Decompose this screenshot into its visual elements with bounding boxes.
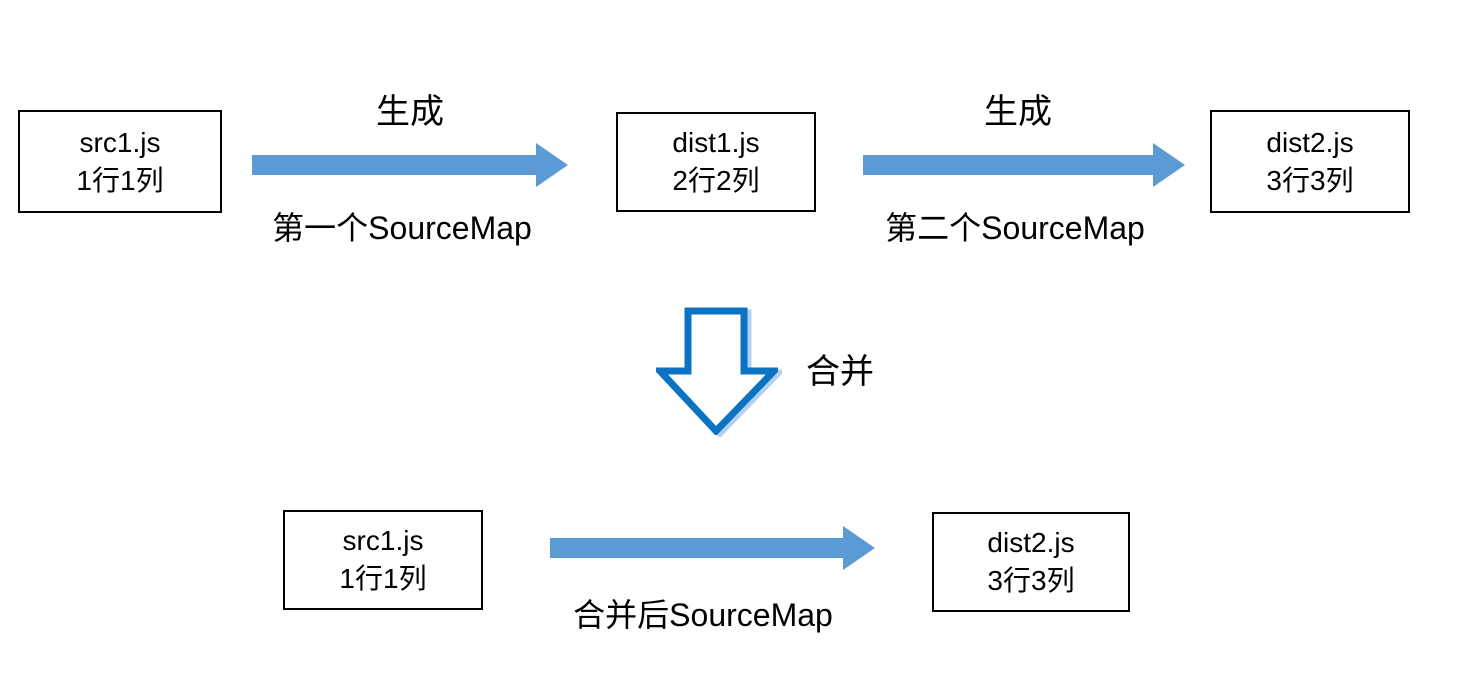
node-title: dist1.js (672, 127, 760, 159)
node-subtitle: 3行3列 (987, 565, 1075, 596)
node-dist1-top: dist1.js 2行2列 (616, 112, 816, 212)
node-dist2-bottom: dist2.js 3行3列 (932, 512, 1130, 612)
node-subtitle: 3行3列 (1266, 164, 1354, 196)
edge-label-merged-sourcemap: 合并后SourceMap (573, 597, 833, 633)
node-title: src1.js (79, 126, 161, 158)
node-title: dist2.js (987, 527, 1075, 559)
node-title: src1.js (342, 525, 424, 557)
node-src1-top: src1.js 1行1列 (18, 110, 222, 213)
node-subtitle: 1行1列 (339, 563, 427, 594)
node-title: dist2.js (1266, 126, 1354, 158)
node-dist2-top: dist2.js 3行3列 (1210, 110, 1410, 213)
edge-label-generate-2: 生成 (984, 93, 1052, 131)
right-arrow-icon (550, 526, 875, 570)
node-subtitle: 1行1列 (76, 164, 164, 196)
edge-label-sourcemap-2: 第二个SourceMap (885, 210, 1145, 246)
arrow-shaft (550, 538, 845, 558)
node-subtitle: 2行2列 (672, 165, 760, 196)
arrow-shaft (863, 155, 1155, 175)
arrow-shaft (252, 155, 538, 175)
arrow-head (843, 526, 875, 570)
right-arrow-icon (252, 143, 568, 187)
arrow-head (536, 143, 568, 187)
node-src1-bottom: src1.js 1行1列 (283, 510, 483, 610)
edge-label-generate-1: 生成 (376, 93, 444, 131)
edge-label-sourcemap-1: 第一个SourceMap (272, 210, 532, 246)
merge-arrow-down-icon (656, 307, 778, 435)
right-arrow-icon (863, 143, 1185, 187)
merge-label: 合并 (806, 353, 874, 391)
arrow-head (1153, 143, 1185, 187)
